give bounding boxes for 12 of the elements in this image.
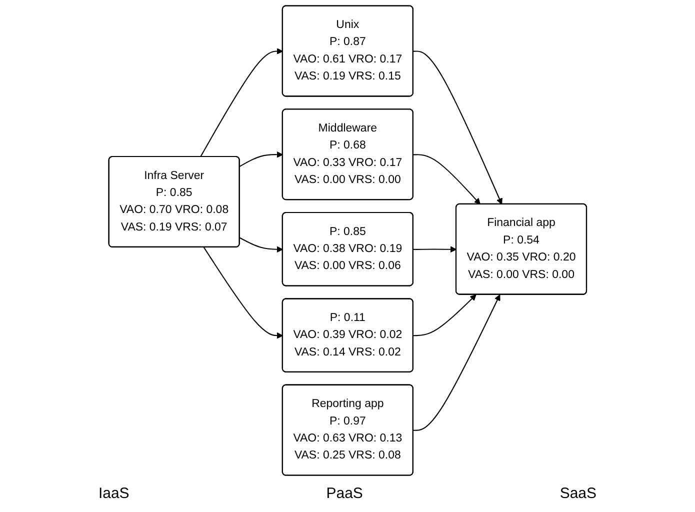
layer-label: IaaS (98, 485, 130, 502)
arrow (413, 294, 500, 431)
arrow (413, 294, 476, 336)
arrow (413, 246, 456, 253)
arrow (413, 154, 480, 205)
arrow (200, 48, 283, 158)
arrow (239, 237, 283, 253)
arrow (203, 247, 283, 339)
arrow (413, 50, 502, 205)
layer-label: PaaS (326, 485, 363, 502)
layer-label: SaaS (560, 485, 597, 502)
arrow (239, 151, 283, 167)
